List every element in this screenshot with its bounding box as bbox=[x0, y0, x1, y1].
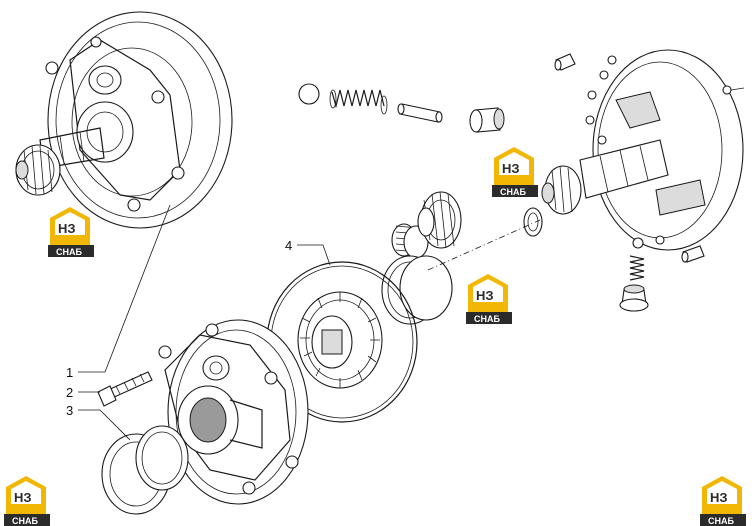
seal-ring-rear bbox=[135, 425, 189, 491]
watermark-letters: НЗ bbox=[502, 161, 520, 176]
valve-ball bbox=[298, 83, 320, 105]
seal-ring-small bbox=[523, 207, 543, 237]
watermark-letters: НЗ bbox=[476, 288, 494, 303]
callout-number-2: 2 bbox=[66, 385, 73, 400]
callout-number-4: 4 bbox=[285, 238, 292, 253]
watermark-word: СНАБ bbox=[708, 516, 734, 526]
relief-ball bbox=[632, 237, 644, 249]
watermark-letters: НЗ bbox=[58, 221, 76, 236]
upper-pump-splined-shaft bbox=[15, 144, 61, 196]
small-screw-right bbox=[722, 85, 745, 95]
valve-pin bbox=[397, 103, 443, 123]
watermark-word: СНАБ bbox=[500, 187, 526, 197]
callout-number-1: 1 bbox=[66, 365, 73, 380]
lower-pump-housing bbox=[158, 319, 309, 505]
watermark-letters: НЗ bbox=[14, 490, 32, 505]
watermark-word: СНАБ bbox=[56, 247, 82, 257]
drive-gear-small bbox=[417, 191, 462, 249]
watermark-logo: НЗ СНАБ bbox=[492, 147, 538, 197]
watermark-logo: НЗ СНАБ bbox=[48, 207, 94, 257]
callout-3: 3 bbox=[66, 403, 131, 441]
internal-ring-gear bbox=[297, 291, 383, 389]
watermark-logo: НЗ СНАБ bbox=[4, 476, 50, 526]
right-pump-cover bbox=[585, 49, 744, 251]
watermark-logo: НЗ СНАБ bbox=[466, 274, 512, 324]
watermark-logo: НЗ СНАБ bbox=[700, 476, 746, 526]
bolt bbox=[97, 371, 153, 407]
right-splined-shaft bbox=[541, 139, 669, 215]
valve-spring bbox=[329, 89, 388, 115]
watermark-word: СНАБ bbox=[12, 516, 38, 526]
callout-4: 4 bbox=[285, 238, 331, 266]
watermark-word: СНАБ bbox=[474, 314, 500, 324]
relief-spring bbox=[629, 255, 645, 281]
valve-plug bbox=[469, 107, 505, 133]
callout-1: 1 bbox=[66, 204, 171, 380]
callout-2: 2 bbox=[66, 385, 100, 400]
assembly-axis bbox=[427, 219, 541, 271]
callout-number-3: 3 bbox=[66, 403, 73, 418]
bearing-ring-large bbox=[381, 255, 453, 325]
dowel-pin-top bbox=[554, 53, 576, 71]
upper-pump-housing bbox=[39, 11, 233, 229]
relief-plug bbox=[619, 284, 649, 312]
watermark-letters: НЗ bbox=[710, 490, 728, 505]
dowel-pin-lower bbox=[681, 245, 705, 263]
